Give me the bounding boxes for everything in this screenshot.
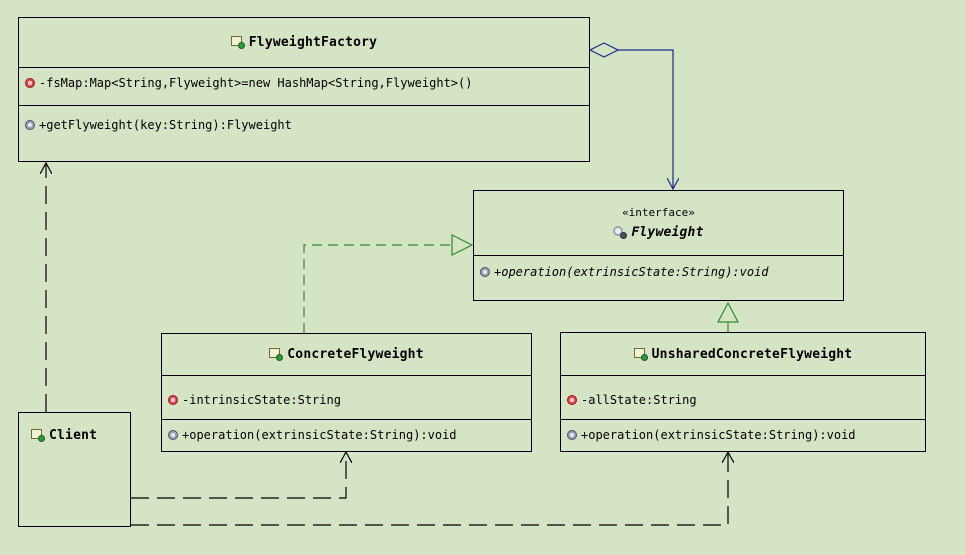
interface-icon (613, 226, 628, 239)
operations-section: +operation(extrinsicState:String):void (561, 420, 925, 447)
stereotype-label: «interface» (622, 206, 695, 219)
operation-row: +operation(extrinsicState:String):void (168, 427, 525, 443)
class-name: Client (49, 428, 98, 443)
dependency-line-client-unshared (131, 452, 728, 526)
client-class[interactable]: Client (18, 412, 131, 527)
class-icon (269, 348, 284, 361)
public-member-icon (168, 430, 178, 440)
operations-section: +getFlyweight(key:String):Flyweight (19, 106, 589, 137)
attribute-text: -fsMap:Map<String,Flyweight>=new HashMap… (39, 76, 473, 90)
attributes-section: -intrinsicState:String (162, 376, 531, 420)
aggregation-diamond (588, 42, 620, 58)
unshared-concrete-flyweight-header: UnsharedConcreteFlyweight (561, 333, 925, 376)
class-name: FlyweightFactory (248, 35, 378, 50)
unshared-concrete-flyweight-class[interactable]: UnsharedConcreteFlyweight -allState:Stri… (560, 332, 926, 452)
realization-triangle-concrete (451, 234, 474, 256)
attributes-section: -allState:String (561, 376, 925, 420)
operations-section: +operation(extrinsicState:String):void (162, 420, 531, 447)
attribute-text: -intrinsicState:String (182, 393, 341, 407)
private-member-icon (567, 395, 577, 405)
class-name: UnsharedConcreteFlyweight (651, 346, 853, 362)
operation-text: +operation(extrinsicState:String):void (182, 428, 457, 442)
client-header: Client (19, 413, 130, 443)
generalization-triangle-unshared (717, 301, 739, 323)
attribute-row: -allState:String (567, 392, 919, 408)
operation-row: +getFlyweight(key:String):Flyweight (25, 117, 583, 133)
class-icon (31, 429, 45, 442)
concrete-flyweight-class[interactable]: ConcreteFlyweight -intrinsicState:String… (161, 333, 532, 452)
private-member-icon (168, 395, 178, 405)
public-member-icon (567, 430, 577, 440)
aggregation-line (618, 49, 673, 189)
attributes-section: -fsMap:Map<String,Flyweight>=new HashMap… (19, 68, 589, 106)
private-member-icon (25, 78, 35, 88)
operation-row: +operation(extrinsicState:String):void (480, 264, 837, 280)
operation-row: +operation(extrinsicState:String):void (567, 427, 919, 443)
concrete-flyweight-header: ConcreteFlyweight (162, 334, 531, 376)
interface-name: Flyweight (631, 225, 704, 240)
dependency-line-client-concrete (131, 452, 346, 499)
public-member-icon (25, 120, 35, 130)
operations-section: +operation(extrinsicState:String):void (474, 256, 843, 284)
attribute-row: -intrinsicState:String (168, 392, 525, 408)
class-icon (633, 347, 648, 361)
attribute-row: -fsMap:Map<String,Flyweight>=new HashMap… (25, 75, 583, 91)
flyweight-header: «interface» Flyweight (474, 191, 843, 256)
public-member-icon (480, 267, 490, 277)
operation-text: +operation(extrinsicState:String):void (581, 428, 856, 442)
flyweight-interface[interactable]: «interface» Flyweight +operation(extrins… (473, 190, 844, 301)
realization-line-concrete (303, 244, 452, 333)
attribute-text: -allState:String (581, 393, 697, 407)
operation-text: +operation(extrinsicState:String):void (494, 265, 769, 279)
class-name: ConcreteFlyweight (287, 347, 424, 362)
operation-text: +getFlyweight(key:String):Flyweight (39, 118, 292, 132)
class-icon (230, 36, 245, 49)
flyweight-factory-class[interactable]: FlyweightFactory -fsMap:Map<String,Flywe… (18, 17, 590, 162)
flyweight-factory-header: FlyweightFactory (19, 18, 589, 68)
